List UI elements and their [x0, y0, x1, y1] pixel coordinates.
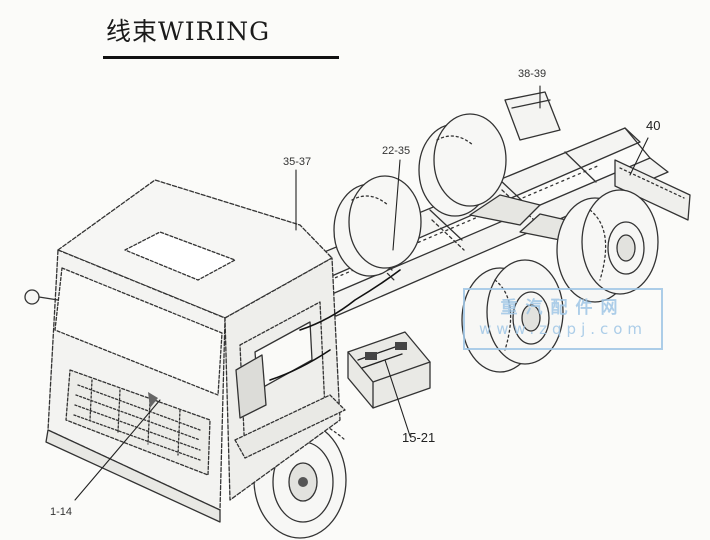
- truck-cab: [24, 179, 401, 523]
- callout-1-14: 1-14: [50, 506, 73, 518]
- watermark-name: 重汽配件网: [500, 298, 626, 318]
- callout-38-39: 38-39: [518, 68, 547, 80]
- title-underline: [103, 56, 339, 59]
- callout-35-37: 35-37: [283, 156, 312, 168]
- callout-leaders: [74, 85, 649, 501]
- battery-box: [347, 331, 431, 409]
- rear-wheels-far: [333, 113, 507, 277]
- callout-40: 40: [646, 118, 661, 133]
- rear-wheels-near: [461, 189, 659, 373]
- page-title: 线束WIRING: [106, 17, 271, 46]
- watermark-url: www.zqpj.com: [478, 320, 648, 338]
- watermark: 重汽配件网 www.zqpj.com: [463, 288, 663, 350]
- callout-15-21: 15-21: [402, 430, 436, 445]
- callout-22-35: 22-35: [382, 145, 411, 157]
